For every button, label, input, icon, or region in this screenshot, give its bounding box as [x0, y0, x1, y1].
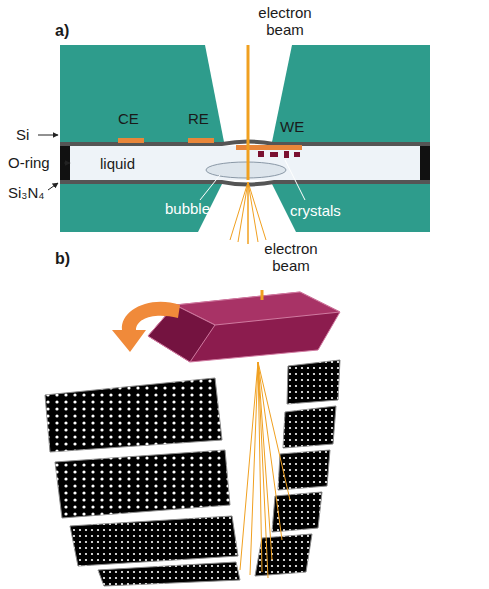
diffraction-patterns	[45, 360, 340, 586]
layer-label: Si	[16, 126, 29, 143]
callout-label: crystals	[290, 202, 341, 219]
layer-label: O-ring	[8, 154, 50, 171]
medium-label: liquid	[100, 155, 135, 172]
panel-letter: a)	[55, 22, 69, 39]
leader-lines	[38, 135, 305, 200]
beam-label: electron beam	[254, 4, 316, 38]
electrode-label: WE	[280, 118, 304, 135]
beam-label: electron beam	[260, 240, 322, 274]
callout-label: bubble	[165, 200, 210, 217]
electron-beam-a	[230, 45, 266, 244]
layer-label: Si₃N₄	[8, 184, 44, 201]
panel-letter: b)	[55, 250, 70, 267]
rotation-arrow	[112, 302, 180, 352]
electron-beam-b	[261, 290, 264, 300]
electrode-label: CE	[118, 110, 139, 127]
liquid-cell	[60, 45, 430, 232]
electrode-label: RE	[188, 110, 209, 127]
crystal	[148, 292, 340, 362]
diffracted-rays	[240, 362, 290, 578]
